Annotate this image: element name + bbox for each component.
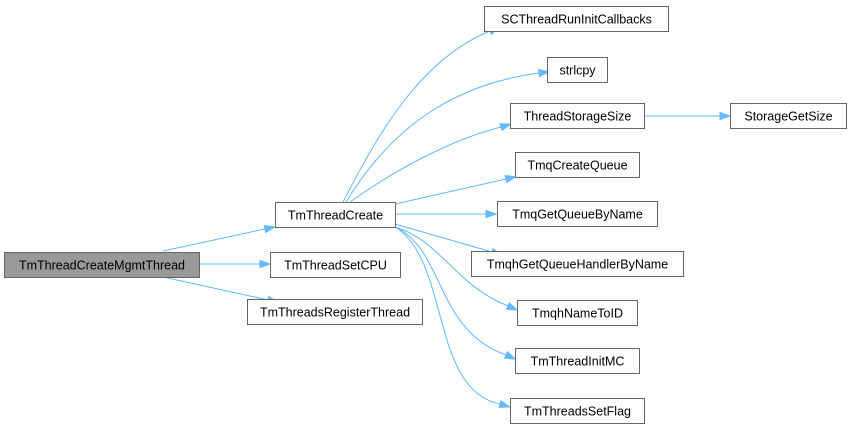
edge-arrowhead (498, 399, 512, 408)
edge-create-to-tmqhname (394, 226, 519, 311)
node-box[interactable] (497, 201, 658, 227)
edge-arrowhead (719, 111, 732, 121)
node-box[interactable] (730, 103, 847, 129)
node-label: TmqhGetQueueHandlerByName (487, 258, 668, 272)
edge-root-to-setcpu (199, 259, 272, 269)
edge-arrowhead (485, 209, 498, 219)
node-scinit[interactable]: SCThreadRunInitCallbacks (484, 6, 669, 32)
edge-create-to-scinit (342, 26, 501, 203)
node-label: SCThreadRunInitCallbacks (501, 13, 652, 27)
edge-line (162, 228, 266, 252)
node-setcpu[interactable]: TmThreadSetCPU (270, 252, 401, 278)
node-tmqcreate[interactable]: TmqCreateQueue (515, 152, 640, 178)
node-create[interactable]: TmThreadCreate (275, 202, 396, 228)
edge-root-to-create (162, 224, 277, 252)
edge-arrowhead (504, 175, 518, 184)
node-box[interactable] (247, 299, 423, 325)
edge-arrowhead (263, 224, 277, 234)
edge-create-to-tmqget (395, 209, 498, 219)
node-setflag[interactable]: TmThreadsSetFlag (510, 398, 645, 424)
node-label: TmThreadCreateMgmtThread (19, 259, 185, 273)
node-box[interactable] (510, 398, 645, 424)
edge-line (394, 223, 493, 253)
edge-create-to-storsize (349, 123, 513, 203)
edge-line (394, 226, 509, 307)
node-box[interactable] (547, 57, 608, 83)
node-tmqget[interactable]: TmqGetQueueByName (497, 201, 658, 227)
node-label: TmThreadCreate (288, 209, 383, 223)
node-root[interactable]: TmThreadCreateMgmtThread (4, 252, 200, 278)
edge-line (394, 178, 507, 205)
node-tmqhget[interactable]: TmqhGetQueueHandlerByName (471, 251, 684, 277)
edge-create-to-initmc (394, 226, 517, 360)
node-label: strlcpy (559, 64, 596, 78)
node-label: TmThreadsRegisterThread (260, 306, 410, 320)
node-box[interactable] (270, 252, 401, 278)
edge-arrowhead (537, 68, 551, 78)
node-box[interactable] (4, 252, 200, 278)
node-label: TmThreadSetCPU (284, 259, 387, 273)
node-box[interactable] (517, 300, 638, 326)
edge-create-to-tmqhget (394, 223, 504, 256)
node-box[interactable] (484, 6, 669, 32)
node-box[interactable] (515, 152, 640, 178)
node-initmc[interactable]: TmThreadInitMC (515, 348, 640, 374)
node-label: ThreadStorageSize (524, 110, 632, 124)
edge-line (349, 126, 502, 203)
node-storsize[interactable]: ThreadStorageSize (510, 103, 645, 129)
node-storget[interactable]: StorageGetSize (730, 103, 847, 129)
node-label: TmqhNameToID (532, 307, 623, 321)
node-label: TmqGetQueueByName (512, 208, 643, 222)
edge-arrowhead (505, 301, 519, 311)
node-tmqhname[interactable]: TmqhNameToID (517, 300, 638, 326)
node-box[interactable] (471, 251, 684, 277)
node-label: TmThreadsSetFlag (524, 405, 631, 419)
node-box[interactable] (275, 202, 396, 228)
edge-create-to-tmqcreate (394, 175, 518, 205)
edge-line (394, 226, 507, 356)
edge-line (162, 276, 269, 301)
node-register[interactable]: TmThreadsRegisterThread (247, 299, 423, 325)
edge-arrowhead (499, 123, 513, 132)
node-box[interactable] (515, 348, 640, 374)
edge-line (345, 72, 540, 203)
edge-storsize-to-storget (644, 111, 732, 121)
edge-create-to-strlcpy (345, 68, 551, 203)
node-strlcpy[interactable]: strlcpy (547, 57, 608, 83)
node-label: TmThreadInitMC (531, 355, 625, 369)
edge-create-to-setflag (394, 226, 512, 408)
edge-arrowhead (259, 259, 272, 269)
edge-arrowhead (503, 350, 517, 360)
edge-line (342, 30, 491, 203)
nodes-layer: TmThreadCreateMgmtThreadTmThreadCreateTm… (4, 6, 847, 424)
node-label: TmqCreateQueue (527, 159, 627, 173)
node-box[interactable] (510, 103, 645, 129)
edge-line (394, 226, 501, 405)
node-label: StorageGetSize (744, 110, 832, 124)
